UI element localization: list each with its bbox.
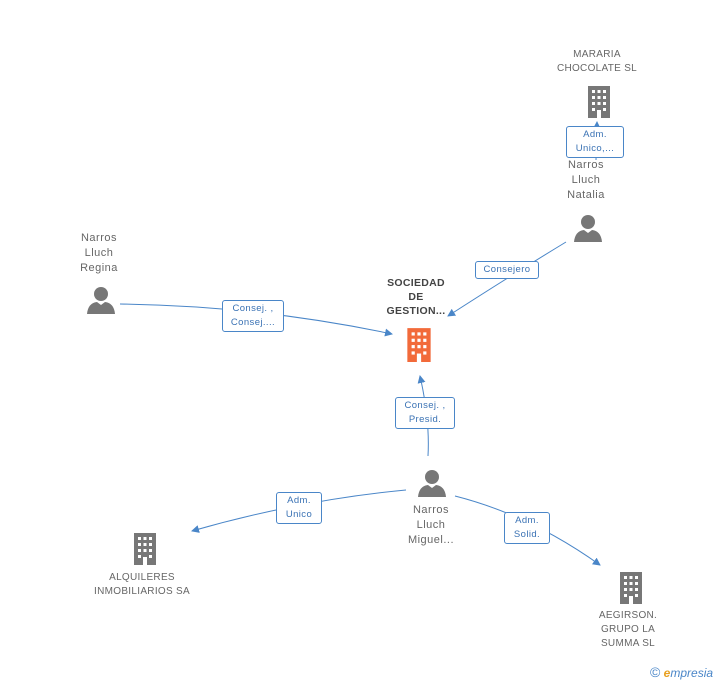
person-icon[interactable]	[86, 285, 116, 315]
edge-label-miguel-alquileres[interactable]: Adm. Unico	[276, 492, 322, 524]
copyright-symbol: ©	[650, 664, 661, 680]
node-label-alquileres: ALQUILERES INMOBILIARIOS SA	[94, 572, 190, 597]
edge-label-regina-focus[interactable]: Consej. , Consej....	[222, 300, 284, 332]
person-icon[interactable]	[573, 213, 603, 243]
edge-label-natalia-focus[interactable]: Consejero	[475, 261, 539, 279]
brand-initial: e	[663, 666, 671, 680]
node-label-focus: SOCIEDAD DE GESTION...	[386, 277, 446, 317]
building-icon[interactable]	[584, 84, 614, 118]
empresia-logo: © empresia	[650, 664, 713, 680]
node-label-natalia: Narros Lluch Natalia	[567, 159, 605, 201]
node-label-miguel: Narros Lluch Miguel...	[407, 504, 455, 546]
node-label-mararia: MARARIA CHOCOLATE SL	[556, 49, 638, 74]
node-label-aegirson: AEGIRSON. GRUPO LA SUMMA SL	[598, 610, 658, 649]
node-label-regina: Narros Lluch Regina	[80, 232, 118, 274]
brand-name: mpresia	[670, 666, 714, 680]
edge-natalia-focus	[447, 241, 567, 317]
edge-label-natalia-mararia[interactable]: Adm. Unico,...	[566, 126, 624, 158]
building-icon[interactable]	[616, 570, 646, 604]
edge-label-miguel-aegirson[interactable]: Adm. Solid.	[504, 512, 550, 544]
building-icon[interactable]	[130, 531, 160, 565]
edge-label-miguel-focus[interactable]: Consej. , Presid.	[395, 397, 455, 429]
person-icon[interactable]	[417, 468, 447, 498]
building-icon[interactable]	[403, 326, 435, 362]
